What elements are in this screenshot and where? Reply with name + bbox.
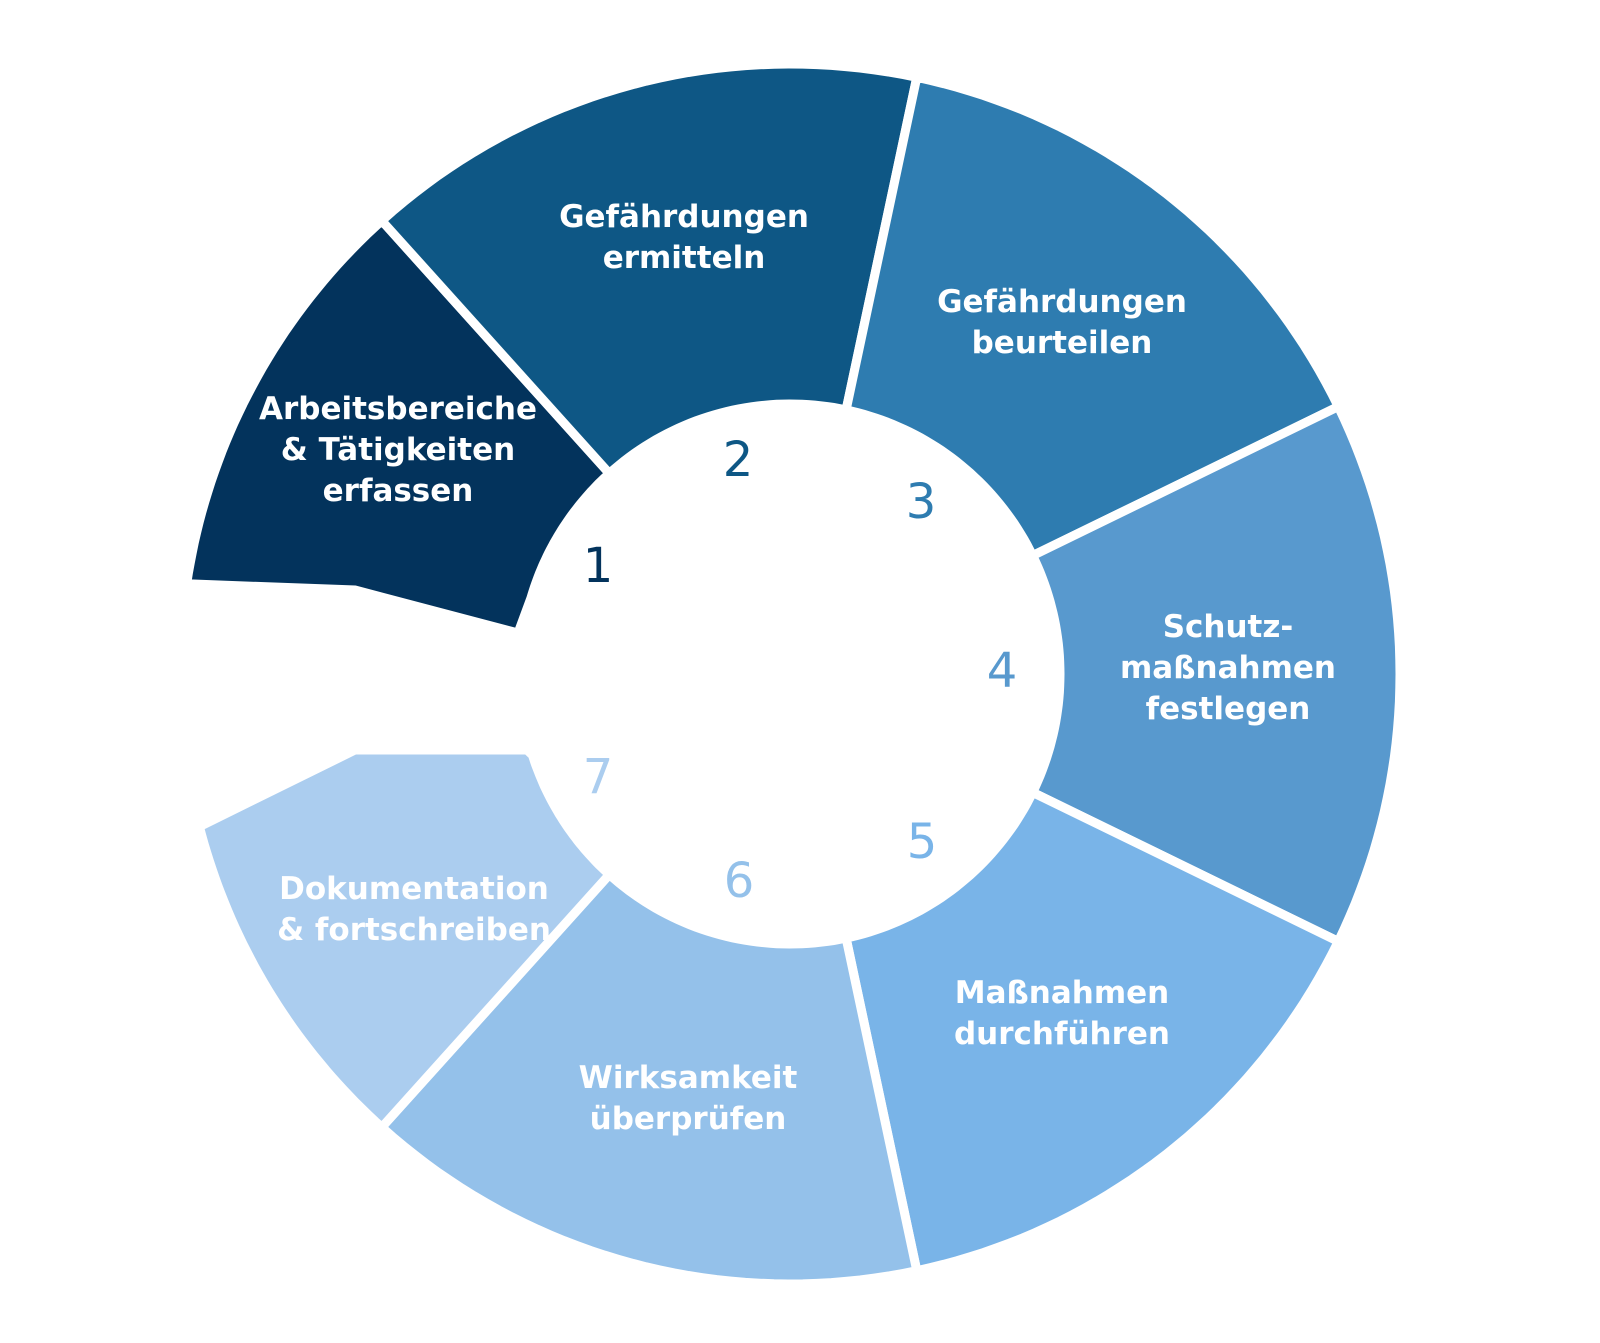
step-1-number: 1 xyxy=(583,538,614,594)
step-6-label: Wirksamkeit überprüfen xyxy=(579,1060,798,1137)
step-5-label: Maßnahmen durchführen xyxy=(954,975,1170,1052)
step-3-label: Gefährdungen beurteilen xyxy=(937,284,1187,361)
step-5-label-line: Maßnahmen xyxy=(955,975,1170,1011)
segment-step-7 xyxy=(194,745,616,1134)
step-6-label-line: überprüfen xyxy=(590,1101,787,1137)
step-1-label: Arbeitsbereiche & Tätigkeiten erfassen xyxy=(259,391,537,509)
step-2-label-line: ermitteln xyxy=(603,240,766,276)
step-1-label-line: & Tätigkeiten xyxy=(281,432,515,468)
step-7-label-line: & fortschreiben xyxy=(277,912,551,948)
segment-step-1 xyxy=(181,214,616,639)
step-2-label: Gefährdungen ermitteln xyxy=(559,199,809,276)
step-2-label-line: Gefährdungen xyxy=(559,199,809,235)
step-7-number: 7 xyxy=(583,749,614,805)
step-3-number: 3 xyxy=(906,474,937,530)
step-4-number: 4 xyxy=(987,643,1018,699)
cycle-numbers: 1 2 3 4 5 6 7 xyxy=(583,432,1018,909)
step-4-label: Schutz-maßnahmen festlegen xyxy=(1120,609,1336,727)
step-7-label: Dokumentation & fortschreiben xyxy=(277,871,551,948)
step-4-label-line: maßnahmen xyxy=(1120,650,1336,686)
cycle-labels: Arbeitsbereiche & Tätigkeiten erfassen Gefä… xyxy=(259,199,1336,1137)
step-6-number: 6 xyxy=(724,853,755,909)
step-5-number: 5 xyxy=(907,814,938,870)
step-3-label-line: beurteilen xyxy=(972,325,1153,361)
step-3-label-line: Gefährdungen xyxy=(937,284,1187,320)
step-2-number: 2 xyxy=(723,432,754,488)
step-6-label-line: Wirksamkeit xyxy=(579,1060,798,1096)
step-4-label-line: Schutz- xyxy=(1163,609,1294,645)
step-7-label-line: Dokumentation xyxy=(279,871,549,907)
step-1-label-line: erfassen xyxy=(323,473,474,509)
step-4-label-line: festlegen xyxy=(1146,691,1311,727)
cycle-segments xyxy=(181,59,1405,1289)
step-5-label-line: durchführen xyxy=(954,1016,1170,1052)
step-1-label-line: Arbeitsbereiche xyxy=(259,391,537,427)
